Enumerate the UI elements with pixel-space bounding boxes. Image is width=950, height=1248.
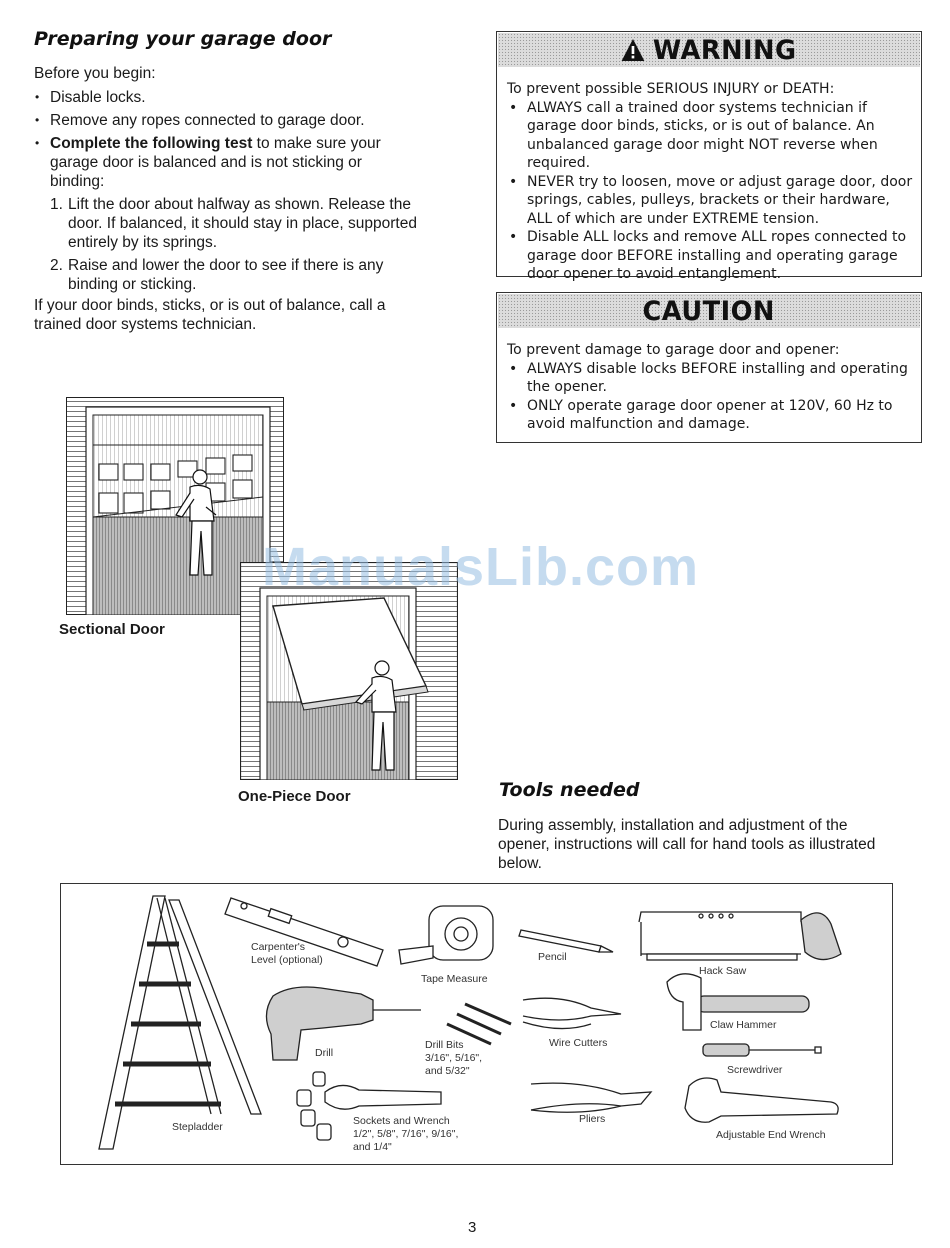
step-1: 1.Lift the door about halfway as shown. … (50, 196, 417, 251)
caution-text: To prevent damage to garage door and ope… (507, 341, 915, 434)
wire-cutters-icon (522, 997, 622, 1030)
tools-illustration (98, 895, 842, 1150)
hacksaw-icon (638, 911, 842, 961)
prep-closing: If your door binds, sticks, or is out of… (34, 297, 386, 333)
caution-item: ONLY operate garage door opener at 120V,… (507, 397, 915, 434)
caution-title: CAUTION (642, 295, 776, 327)
warning-box: WARNING To prevent possible SERIOUS INJU… (496, 31, 922, 282)
claw-hammer-icon (666, 973, 810, 1031)
label-level: Carpenter's Level (optional) (251, 941, 323, 966)
level-icon (224, 897, 384, 967)
warning-item: NEVER try to loosen, move or adjust gara… (507, 173, 915, 229)
label-pencil: Pencil (538, 951, 567, 963)
prep-heading: Preparing your garage door (34, 28, 332, 50)
bullet-disable-locks: Disable locks. (34, 88, 419, 107)
sockets-icon (296, 1071, 442, 1141)
watermark: ManualsLib.com (262, 537, 700, 597)
drill-bits-icon (446, 1002, 512, 1046)
caution-box: CAUTION To prevent damage to garage door… (496, 292, 922, 443)
warning-text: To prevent possible SERIOUS INJURY or DE… (507, 80, 915, 284)
screwdriver-icon (702, 1043, 822, 1057)
caution-item: ALWAYS disable locks BEFORE installing a… (507, 360, 915, 397)
warning-intro: To prevent possible SERIOUS INJURY or DE… (507, 81, 835, 97)
drill-icon (265, 986, 421, 1061)
stepladder-icon (98, 895, 262, 1150)
label-hacksaw: Hack Saw (699, 965, 747, 977)
test-bold: Complete the following test (50, 135, 253, 152)
bullet-test: Complete the following test to make sure… (34, 134, 419, 294)
pencil-icon (518, 929, 614, 953)
tools-heading: Tools needed (499, 779, 640, 801)
prep-intro: Before you begin: (34, 65, 156, 82)
warning-item: Disable ALL locks and remove ALL ropes c… (507, 228, 915, 284)
page-number: 3 (468, 1219, 477, 1236)
bullet-remove-ropes: Remove any ropes connected to garage doo… (34, 111, 419, 130)
warning-item: ALWAYS call a trained door systems techn… (507, 99, 915, 173)
caption-sectional: Sectional Door (59, 621, 165, 638)
onepiece-door-illustration (240, 562, 458, 780)
test-rest: to make sure your garage door is balance… (50, 135, 381, 190)
warning-banner: WARNING (498, 33, 920, 67)
tools-panel: Stepladder Carpenter's Level (optional) … (60, 883, 893, 1165)
tape-measure-icon (398, 905, 494, 965)
adjustable-wrench-icon (684, 1077, 839, 1123)
test-steps: 1.Lift the door about halfway as shown. … (50, 195, 419, 294)
caution-banner: CAUTION (498, 294, 920, 328)
caption-onepiece: One-Piece Door (238, 788, 351, 805)
label-adjustable-wrench: Adjustable End Wrench (716, 1129, 826, 1141)
label-pliers: Pliers (579, 1113, 606, 1125)
prep-bullets: Disable locks. Remove any ropes connecte… (34, 88, 419, 294)
warning-triangle-icon (622, 39, 645, 61)
caution-intro: To prevent damage to garage door and ope… (507, 342, 840, 358)
label-wire-cutters: Wire Cutters (549, 1037, 608, 1049)
label-tape: Tape Measure (421, 973, 488, 985)
warning-title: WARNING (653, 34, 797, 66)
label-drill-bits: Drill Bits 3/16", 5/16", and 5/32" (425, 1039, 483, 1077)
label-stepladder: Stepladder (172, 1121, 223, 1133)
label-screwdriver: Screwdriver (727, 1064, 783, 1076)
label-drill: Drill (315, 1047, 334, 1059)
sectional-door-illustration (66, 397, 284, 615)
tools-intro: During assembly, installation and adjust… (498, 817, 876, 872)
step-2: 2.Raise and lower the door to see if the… (50, 257, 384, 293)
prep-body: Before you begin: Disable locks. Remove … (34, 64, 419, 334)
label-sockets: Sockets and Wrench 1/2", 5/8", 7/16", 9/… (353, 1115, 459, 1153)
pliers-icon (530, 1082, 653, 1113)
label-claw-hammer: Claw Hammer (710, 1019, 777, 1031)
